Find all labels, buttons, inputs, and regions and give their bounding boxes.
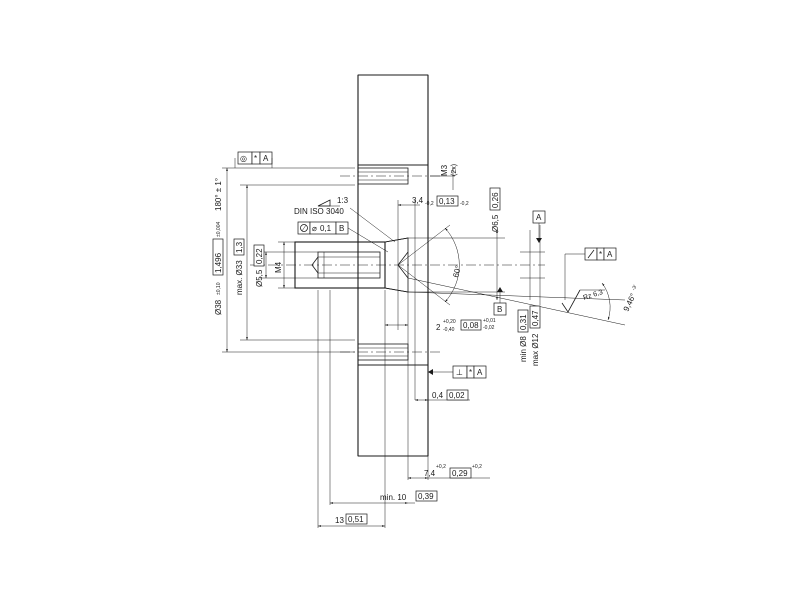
dim-34-group: 3,4 -0,2 0,13 -0,2 [398,195,469,207]
dim-039-text: 0,39 [418,492,434,501]
left-dimensions [222,158,355,353]
gdt-runout-frame: * A [564,247,617,300]
dim-65-group: Ø6,5 0,26 [408,187,505,300]
dim-029-tol: +0,2 [472,464,482,470]
taper-note: 1:3 DIN ISO 3040 [294,196,396,243]
dim-65-text: Ø6,5 [491,214,500,232]
dim-026-text: 0,26 [491,192,500,208]
dim-13-text: 13 [335,516,344,525]
dim-031-text: 0,31 [519,314,528,330]
concentric-datum: A [263,154,269,163]
dim-2-tol-up: +0,20 [443,319,456,325]
perpendicular-value: * [469,368,472,377]
angle-946-text: 9,46° [622,292,638,313]
dim-38-text: Ø38 [214,299,223,315]
extension-lines [317,200,429,528]
angle-60-text: 60° [451,264,463,278]
dim-min8-text: min Ø8 [519,336,528,362]
dim-1496-text: 1,496 [214,252,223,273]
angle-60-group: 60° [397,224,463,306]
dim-002-text: 0,02 [449,391,465,400]
dim-max33-label: max. Ø33 1,3 [233,238,245,295]
gdt-position-frame: ⌀ 0,1 B [297,221,389,253]
dim-74-text: 7,4 [424,469,436,478]
dim-74-group: 7,4 +0,2 0,29 +0,2 [408,464,490,479]
dim-m4-label: M4 [274,261,283,273]
dim-013-text: 0,13 [439,197,455,206]
dim-38-label: Ø38 ±0,10 1,496 ±0,004 180° ± 1° [212,178,224,315]
surface-finish-icon [561,289,581,313]
dim-008-tol-dn: -0,02 [483,325,495,331]
datum-a-text: A [536,213,542,222]
dim-38-tol: ±0,10 [216,282,222,295]
dim-max12-text: max Ø12 [531,333,540,366]
datum-b-text: B [497,305,502,314]
dim-047-text: 0,47 [531,310,540,326]
dim-180-text: 180° ± 1° [214,178,223,211]
dim-55-text: Ø5,5 [255,269,264,287]
runout-icon [587,249,595,259]
position-symbol: ⌀ [312,224,317,233]
dim-051-text: 0,51 [348,515,364,524]
dim-04-text: 0,4 [432,391,444,400]
dim-022-text: 0,22 [255,248,264,264]
m3-text: M3 [440,164,449,176]
m3-upper-hole [340,167,440,185]
plate-section [357,74,429,457]
gdt-concentric-frame: ◎ * A [237,151,273,165]
taper-ratio-text: 1:3 [337,196,349,205]
concentric-value: * [254,154,257,163]
dim-029-text: 0,29 [452,469,468,478]
dim-008-text: 0,08 [463,321,479,330]
dim-m4-text: M4 [274,261,283,273]
datum-a: A [532,210,546,243]
gdt-perpendicular-frame: ⊥ * A [428,365,487,379]
dim-008-tol-up: +0,01 [483,318,496,324]
dim-04-group: 0,4 0,02 [415,389,470,401]
dim-2-group: 2 +0,20 -0,40 0,08 +0,01 -0,02 [385,318,496,333]
position-icon [300,224,308,232]
dim-34-text: 3,4 [412,196,424,205]
m3-qty-text: (2x) [451,164,458,176]
dim-min10-group: min. 10 0,39 [330,490,438,504]
datum-b: B [493,287,507,316]
position-datum: B [339,224,344,233]
perpendicular-icon: ⊥ [456,368,463,377]
dim-13-group: 13 0,51 [318,513,385,527]
angle-946-tol: -3' [631,284,639,291]
dim-013-tol: -0,2 [460,201,469,207]
position-value: 0,1 [320,224,332,233]
runout-value: * [599,250,602,259]
taper-icon [317,199,331,207]
dim-13in-text: 1,3 [235,241,244,253]
dim-74-tol: +0,2 [436,464,446,470]
plate-upper-hatch [357,74,429,166]
m3-label: M3 (2x) [440,164,458,176]
dim-55-label: Ø5,5 0,22 [253,244,265,287]
dim-2-tol-dn: -0,40 [443,327,455,333]
plate-lower-hatch [357,364,429,457]
rz-text: Rz 6,3 [582,289,604,302]
din-iso-text: DIN ISO 3040 [294,207,344,216]
surface-rz: Rz 6,3 [561,289,605,313]
perpendicular-datum: A [477,368,483,377]
dim-max33-text: max. Ø33 [235,260,244,295]
dim-2-text: 2 [436,323,441,332]
dim-34-tol: -0,2 [425,201,434,207]
dim-1496-tol: ±0,004 [216,222,222,237]
dim-min8-max12: min Ø8 0,31 max Ø12 0,47 [517,225,545,366]
concentric-icon: ◎ [240,154,247,163]
dim-min10-text: min. 10 [380,493,407,502]
runout-datum: A [607,250,613,259]
